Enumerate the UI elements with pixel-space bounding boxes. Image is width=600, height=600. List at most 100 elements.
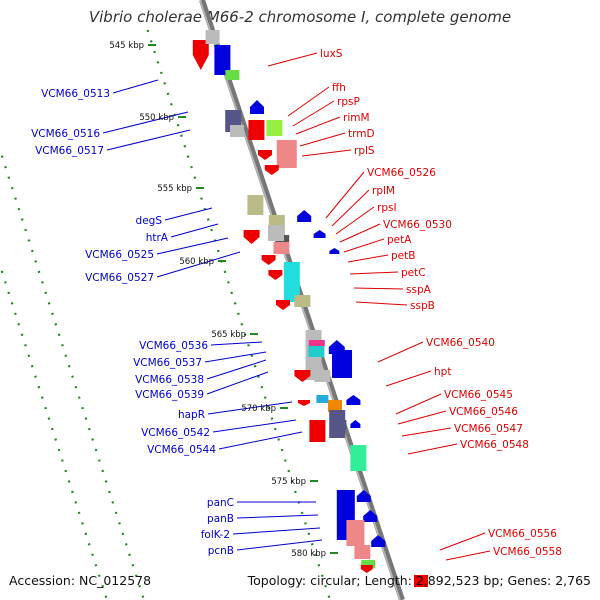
kbp-tick-label: 575 kbp [271,477,306,487]
left-gene-label: degS [136,215,163,227]
gene-feature-40 [329,410,346,438]
gene-feature-41 [350,445,367,471]
right-leader-line [343,238,385,253]
kbp-tick-label: 570 kbp [241,404,276,414]
left-gene-label: VCM66_0527 [85,272,154,284]
gene-feature-24 [294,295,311,307]
right-leader-line [295,116,341,135]
left-leader-line [164,207,213,221]
right-gene-label: VCM66_0540 [426,337,495,349]
gene-feature-3 [205,30,220,44]
left-gene-label: folK-2 [201,529,230,541]
left-leader-line [212,419,297,433]
right-leader-line [439,532,486,551]
right-leader-line [385,370,432,387]
right-leader-line [267,52,318,67]
right-gene-label: petC [401,267,426,279]
gene-feature-21 [261,255,276,265]
left-leader-line [210,341,263,346]
gene-feature-45 [346,520,365,546]
ruler-right [146,29,332,600]
right-gene-label: VCM66_0558 [493,546,562,558]
gene-feature-28 [308,340,325,346]
gene-feature-5 [266,120,283,136]
right-leader-line [401,427,452,437]
right-leader-line [299,132,346,147]
gene-feature-49 [360,565,373,573]
right-gene-label: petB [391,250,415,262]
right-gene-label: luxS [320,48,343,60]
right-leader-line [301,149,352,157]
right-leader-line [292,100,335,127]
gene-feature-18 [243,230,260,244]
gene-feature-4 [248,120,265,140]
right-leader-line [445,550,491,561]
left-leader-line [112,79,159,94]
gene-feature-48 [371,535,386,547]
gene-feature-50 [414,575,428,587]
gene-feature-1 [214,45,231,75]
gene-feature-12 [247,195,264,215]
left-leader-line [206,371,269,395]
right-leader-line [355,301,408,306]
left-leader-line [207,401,293,415]
right-gene-label: VCM66_0548 [460,439,529,451]
gene-feature-30 [332,350,352,378]
gene-feature-36 [346,395,361,405]
left-gene-label: VCM66_0538 [135,374,204,386]
gene-feature-43 [356,490,371,502]
kbp-tick-label: 580 kbp [291,549,326,559]
right-gene-label: rplM [372,185,395,197]
gene-feature-10 [250,100,264,114]
left-leader-line [218,431,303,450]
gene-feature-25 [276,300,290,310]
gene-feature-23 [283,262,300,302]
gene-feature-38 [350,420,361,428]
left-leader-line [206,359,267,380]
right-gene-label: ffh [332,82,346,94]
left-gene-label: htrA [146,232,169,244]
right-leader-line [335,206,375,235]
right-leader-line [395,393,442,415]
gene-features [192,30,428,587]
kbp-tick-label: 550 kbp [139,113,174,123]
right-leader-line [407,443,458,455]
accession-text: Accession: NC_012578 [9,573,152,588]
left-leader-line [236,539,323,551]
kbp-tick-label: 545 kbp [109,41,144,51]
kbp-tick-label: 565 kbp [211,330,246,340]
right-gene-label: VCM66_0547 [454,423,523,435]
right-gene-label: VCM66_0545 [444,389,513,401]
left-gene-label: hapR [178,409,205,421]
gene-feature-19 [268,225,284,241]
gene-feature-2 [225,70,240,80]
right-gene-label: sspA [406,284,432,296]
gene-feature-32 [314,370,331,382]
left-gene-label: VCM66_0517 [35,145,104,157]
gene-feature-8 [264,165,279,175]
right-leader-line [397,410,447,425]
right-gene-label: rimM [343,112,370,124]
left-gene-label: VCM66_0537 [133,357,202,369]
right-gene-label: trmD [348,128,375,140]
left-gene-label: panB [207,513,234,525]
left-leader-line [156,237,229,255]
right-gene-label: VCM66_0526 [367,167,436,179]
gene-feature-33 [316,395,329,403]
gene-feature-39 [309,420,326,442]
right-leader-line [325,171,365,219]
label-leader-lines [102,52,491,561]
gene-feature-17 [329,248,340,254]
left-leader-line [232,527,321,535]
right-gene-label: petA [387,234,412,246]
right-gene-label: rpsI [377,202,397,214]
left-gene-label: VCM66_0536 [139,340,208,352]
gene-feature-47 [361,560,376,568]
right-leader-line [339,223,381,243]
gene-feature-35 [328,400,342,412]
right-leader-line [331,189,370,227]
right-gene-label: rplS [354,145,375,157]
gene-feature-27 [308,345,325,357]
